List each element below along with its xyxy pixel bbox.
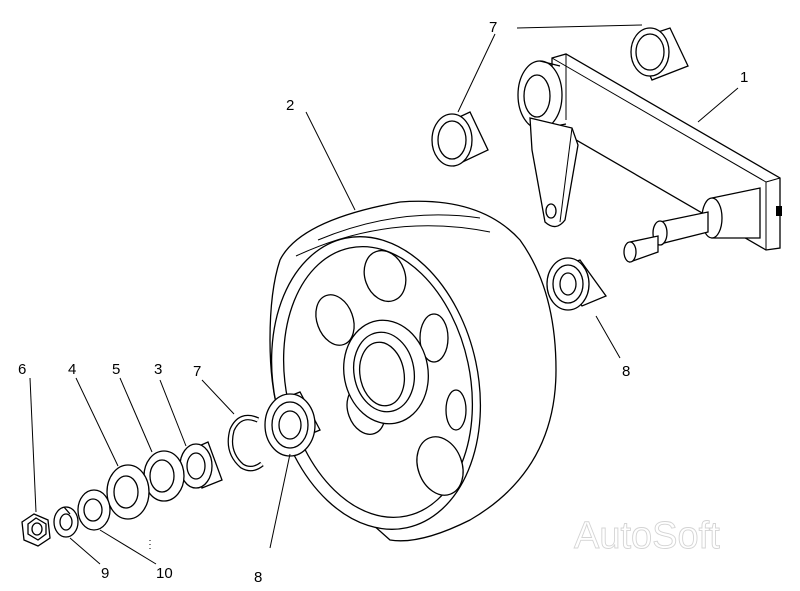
leader-lines: [29, 24, 739, 565]
callout-7-lower: 7: [193, 363, 201, 380]
callout-8-left: 8: [254, 569, 262, 586]
washer-4: [106, 464, 150, 520]
retaining-clip: [227, 414, 264, 472]
washer-10: [77, 489, 111, 531]
callout-1: 1: [740, 69, 748, 86]
callout-2: 2: [286, 97, 294, 114]
callout-3: 3: [154, 361, 162, 378]
lock-washer-9: [53, 506, 79, 538]
callout-7-upper: 7: [489, 19, 497, 36]
spacer-sleeve: [179, 441, 223, 489]
callout-10: 10: [156, 565, 173, 582]
callout-4: 4: [68, 361, 76, 378]
arm-bracket: [517, 53, 782, 263]
wheel: [269, 200, 557, 542]
washer-5: [143, 450, 185, 502]
hex-nut-6: [21, 513, 51, 547]
callout-8-right: 8: [622, 363, 630, 380]
callout-9: 9: [101, 565, 109, 582]
bushing-upper-left: [431, 111, 489, 167]
bearing-left: [264, 391, 321, 457]
bearing-right: [546, 257, 608, 311]
callout-5: 5: [112, 361, 120, 378]
watermark-text: AutoSoft: [574, 515, 720, 557]
callout-labels: 1 2 3 4 5 6 7 7 8 8 9 10: [18, 19, 748, 586]
callout-6: 6: [18, 361, 26, 378]
bushing-upper-right: [630, 27, 689, 81]
